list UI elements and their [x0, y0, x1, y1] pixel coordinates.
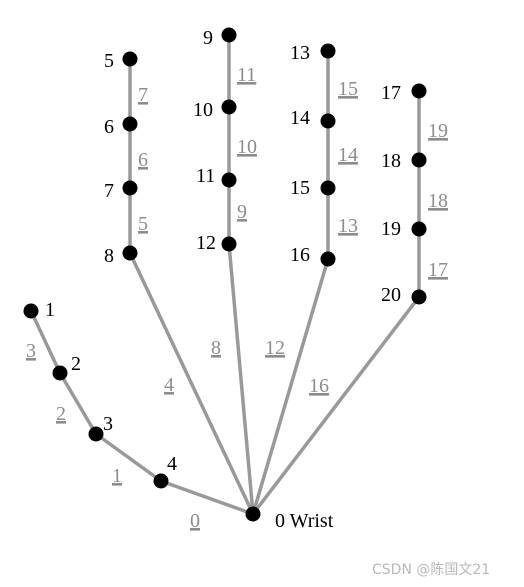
joint-14	[320, 113, 336, 129]
bone-label-6: 6	[138, 149, 148, 171]
bone-2-1	[29, 309, 62, 375]
joint-label-1: 1	[45, 299, 55, 321]
joint-label-18: 18	[381, 150, 401, 172]
joint-20	[411, 289, 427, 305]
joint-label-6: 6	[104, 116, 114, 138]
joint-18	[411, 152, 427, 168]
bone-label-0: 0	[190, 510, 200, 532]
bone-label-11: 11	[237, 64, 256, 86]
joint-label-15: 15	[290, 177, 310, 199]
joint-8	[122, 245, 138, 261]
joint-6	[122, 116, 138, 132]
bone-label-9: 9	[237, 201, 247, 223]
joint-label-2: 2	[71, 353, 81, 375]
bone-label-19: 19	[428, 120, 448, 142]
bone-label-13: 13	[338, 215, 358, 237]
joint-label-5: 5	[104, 50, 114, 72]
bone-label-1: 1	[112, 465, 122, 487]
bone-0-4	[159, 479, 255, 516]
bone-0-8	[128, 251, 255, 516]
bone-label-12: 12	[265, 337, 285, 359]
bone-label-4: 4	[164, 374, 174, 396]
joint-11	[221, 172, 237, 188]
bone-3-2	[58, 371, 98, 436]
joint-4	[153, 473, 169, 489]
joint-label-4: 4	[167, 453, 177, 475]
joint-label-7: 7	[104, 180, 114, 202]
joint-7	[122, 180, 138, 196]
joint-label-11: 11	[196, 165, 215, 187]
bone-label-17: 17	[428, 259, 448, 281]
joint-label-16: 16	[290, 244, 310, 266]
bone-4-3	[94, 432, 163, 483]
joint-label-3: 3	[103, 413, 113, 435]
bone-0-12	[227, 242, 255, 516]
joint-10	[221, 99, 237, 115]
joint-label-8: 8	[104, 245, 114, 267]
joint-0	[245, 506, 261, 522]
bone-label-14: 14	[338, 144, 358, 166]
joint-label-20: 20	[381, 284, 401, 306]
joint-label-17: 17	[381, 82, 401, 104]
joint-19	[411, 221, 427, 237]
joint-label-19: 19	[381, 218, 401, 240]
joint-label-0: 0 Wrist	[275, 510, 334, 532]
bone-label-18: 18	[428, 190, 448, 212]
watermark-text: CSDN @陈国文21	[372, 561, 490, 578]
joint-9	[221, 27, 237, 43]
bone-label-5: 5	[138, 213, 148, 235]
joints-layer	[23, 27, 427, 522]
joint-label-14: 14	[290, 107, 310, 129]
joint-label-9: 9	[203, 27, 213, 49]
joint-12	[221, 236, 237, 252]
joint-17	[411, 83, 427, 99]
joint-13	[320, 43, 336, 59]
joint-label-13: 13	[290, 42, 310, 64]
joint-3	[88, 426, 104, 442]
bone-label-16: 16	[309, 375, 329, 397]
joint-1	[23, 303, 39, 319]
bone-label-7: 7	[138, 84, 148, 106]
joint-label-12: 12	[196, 232, 216, 254]
bone-0-16	[251, 257, 330, 516]
joint-label-10: 10	[193, 99, 213, 121]
joint-16	[320, 251, 336, 267]
bone-label-15: 15	[338, 78, 358, 100]
bone-label-10: 10	[237, 136, 257, 158]
bones-layer	[29, 33, 421, 516]
bone-label-2: 2	[56, 403, 66, 425]
joint-15	[320, 180, 336, 196]
joint-5	[122, 51, 138, 67]
bone-label-8: 8	[211, 337, 221, 359]
bone-0-20	[251, 295, 421, 516]
bone-label-3: 3	[26, 340, 36, 362]
joint-2	[52, 365, 68, 381]
